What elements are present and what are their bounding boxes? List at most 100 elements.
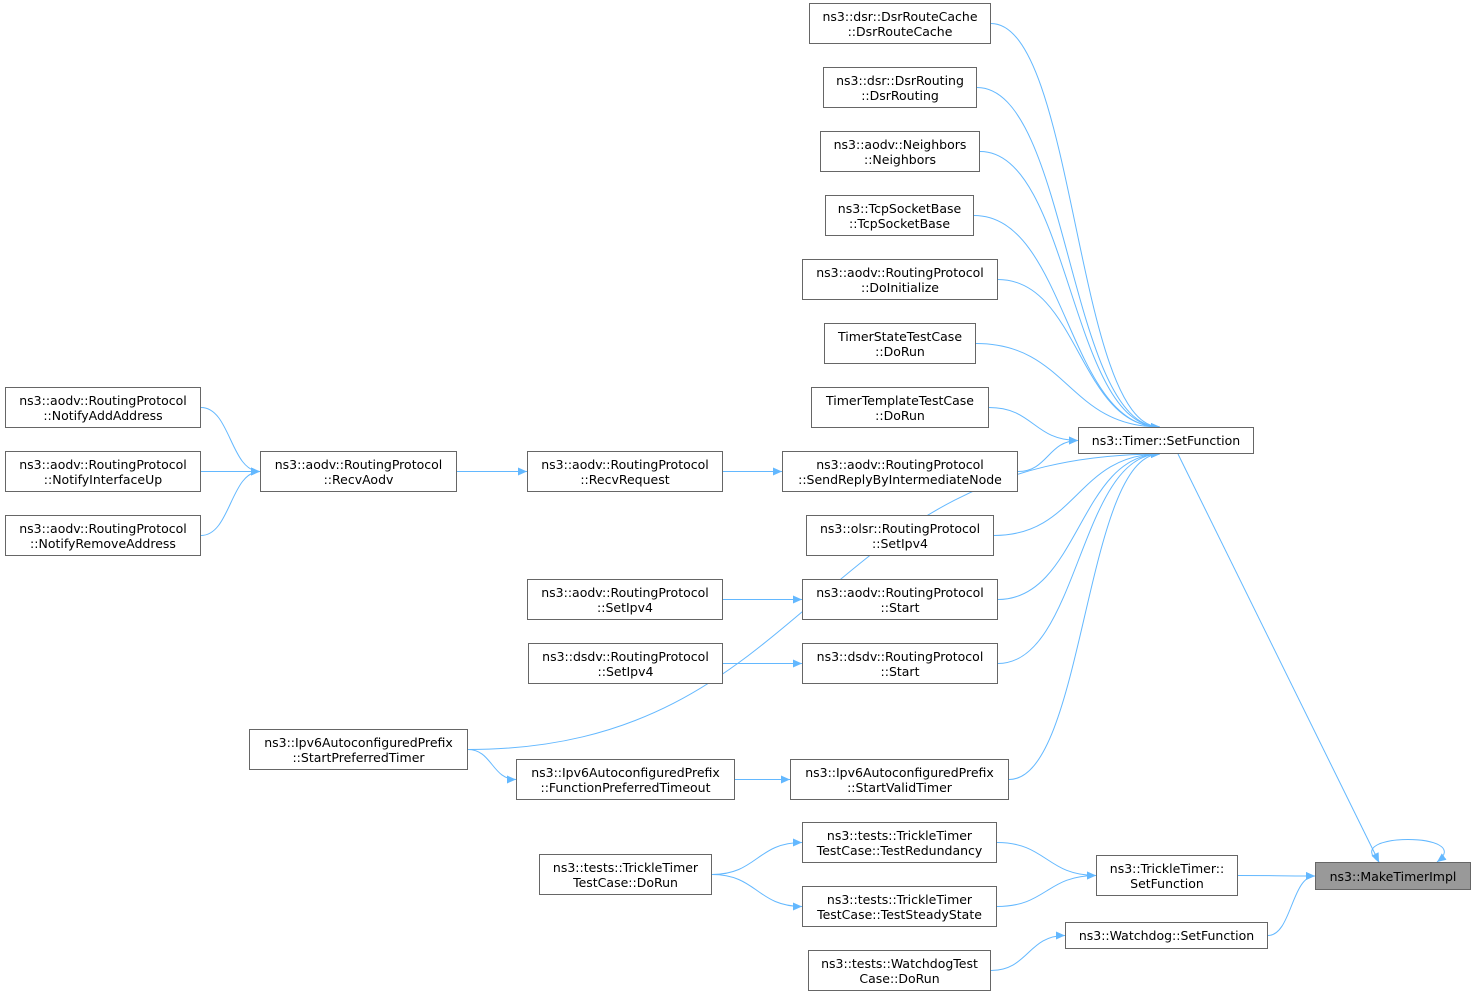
node-aodv-start[interactable]: ns3::aodv::RoutingProtocol::Start [802,579,998,620]
edge-aodv_notifyadd-to-aodv_recvaodv [200,407,261,476]
node-label-line: ::SetIpv4 [597,599,653,615]
edge-make_timer_impl-to-make_timer_impl [1371,839,1447,863]
edge-aodv_start-to-timer_setfunction [997,450,1161,600]
edge-watchdog_dorun-to-watchdog_setfunction [990,931,1066,971]
node-label-line: ::DsrRouting [861,87,939,103]
edge-trickle_teststeady-to-trickle_setfunction [996,871,1097,907]
node-aodv-notifyremove[interactable]: ns3::aodv::RoutingProtocol::NotifyRemove… [5,515,201,556]
node-label-line: ::StartPreferredTimer [292,749,425,765]
edge-ipv6_startpreferred-to-ipv6_functionpreferred [467,749,517,784]
node-label-line: ::Start [880,663,920,679]
node-label-line: ns3::tests::TrickleTimer [552,859,699,875]
node-ipv6-startpreferred[interactable]: ns3::Ipv6AutoconfiguredPrefix::StartPref… [249,729,468,770]
node-label-line: ns3::aodv::RoutingProtocol [274,456,443,472]
edge-aodv_notifyremove-to-aodv_recvaodv [200,467,261,536]
node-ipv6-functionpreferred[interactable]: ns3::Ipv6AutoconfiguredPrefix::FunctionP… [516,759,735,800]
node-label-line: ::DsrRouteCache [847,23,953,39]
edge-timerstate_dorun-to-timer_setfunction [975,343,1161,431]
node-label-line: ns3::Ipv6AutoconfiguredPrefix [805,764,994,780]
node-label-line: TestCase::DoRun [573,874,678,890]
node-label-line: ns3::dsdv::RoutingProtocol [816,648,984,664]
node-timer-setfunction[interactable]: ns3::Timer::SetFunction [1078,427,1254,454]
node-label-line: ns3::Watchdog::SetFunction [1078,928,1255,943]
node-label-line: ns3::aodv::RoutingProtocol [816,584,984,600]
node-label-line: ns3::aodv::RoutingProtocol [816,264,984,280]
node-label-line: ns3::aodv::RoutingProtocol [19,392,187,408]
edge-tcpsocketbase-to-timer_setfunction [973,215,1161,431]
node-aodv-notifyadd[interactable]: ns3::aodv::RoutingProtocol::NotifyAddAdd… [5,387,201,428]
node-aodv-sendreply[interactable]: ns3::aodv::RoutingProtocol::SendReplyByI… [782,451,1018,492]
node-dsdv-setipv4[interactable]: ns3::dsdv::RoutingProtocol::SetIpv4 [528,643,723,684]
node-timertemplate-dorun[interactable]: TimerTemplateTestCase::DoRun [811,387,989,428]
node-watchdog-setfunction[interactable]: ns3::Watchdog::SetFunction [1065,922,1268,949]
edge-timertemplate_dorun-to-timer_setfunction [988,407,1079,445]
node-label-line: ::DoRun [875,407,925,423]
node-aodv-recvrequest[interactable]: ns3::aodv::RoutingProtocol::RecvRequest [527,451,723,492]
node-label-line: ns3::Ipv6AutoconfiguredPrefix [264,734,453,750]
edge-aodv_doinitialize-to-timer_setfunction [997,279,1161,431]
node-label-line: Case::DoRun [859,970,940,986]
node-aodv-notifyup[interactable]: ns3::aodv::RoutingProtocol::NotifyInterf… [5,451,201,492]
node-label-line: ::SetIpv4 [597,663,654,679]
node-label-line: ns3::Ipv6AutoconfiguredPrefix [531,764,720,780]
node-aodv-neighbors[interactable]: ns3::aodv::Neighbors::Neighbors [820,131,980,172]
node-label-line: ns3::dsr::DsrRouting [836,72,964,88]
node-label-line: ns3::aodv::RoutingProtocol [19,456,187,472]
node-label-line: ::SendReplyByIntermediateNode [798,471,1002,487]
node-label-line: ::NotifyRemoveAddress [30,535,176,551]
node-label-line: ns3::dsr::DsrRouteCache [822,8,978,24]
node-label-line: ns3::MakeTimerImpl [1329,868,1457,884]
edge-ipv6_startvalid-to-timer_setfunction [1008,450,1161,780]
node-label-line: ::NotifyInterfaceUp [43,471,163,487]
node-label-line: TimerStateTestCase [837,328,963,344]
node-label-line: ns3::aodv::RoutingProtocol [541,584,709,600]
edge-timer_setfunction-to-make_timer_impl [1177,453,1380,863]
node-dsr-routecache[interactable]: ns3::dsr::DsrRouteCache::DsrRouteCache [809,3,991,44]
node-label-line: ns3::TcpSocketBase [837,200,962,216]
node-label-line: ns3::aodv::RoutingProtocol [816,456,984,472]
node-label-line: ::DoRun [875,343,925,359]
node-label-line: ns3::TrickleTimer:: [1109,860,1225,876]
node-label-line: ns3::olsr::RoutingProtocol [819,520,981,536]
edge-watchdog_setfunction-to-make_timer_impl [1267,872,1316,936]
node-trickle-setfunction[interactable]: ns3::TrickleTimer::SetFunction [1096,855,1238,896]
node-label-line: TestCase::TestSteadyState [817,906,982,922]
node-label-line: ::TcpSocketBase [848,215,951,231]
node-label-line: ::DoInitialize [860,279,939,295]
edge-trickle_dorun-to-trickle_testredundancy [711,838,803,875]
edge-trickle_testredundancy-to-trickle_setfunction [996,842,1097,880]
edge-aodv_sendreply-to-timer_setfunction [1017,436,1079,472]
node-aodv-setipv4[interactable]: ns3::aodv::RoutingProtocol::SetIpv4 [527,579,723,620]
node-label-line: ::RecvAodv [323,471,394,487]
edge-trickle_dorun-to-trickle_teststeady [711,874,803,911]
node-aodv-doinitialize[interactable]: ns3::aodv::RoutingProtocol::DoInitialize [802,259,998,300]
node-label-line: ::RecvRequest [580,471,670,487]
node-make-timer-impl[interactable]: ns3::MakeTimerImpl [1315,862,1471,890]
node-timerstate-dorun[interactable]: TimerStateTestCase::DoRun [824,323,976,364]
node-label-line: ns3::tests::WatchdogTest [821,955,978,971]
node-dsdv-start[interactable]: ns3::dsdv::RoutingProtocol::Start [802,643,998,684]
node-label-line: ns3::dsdv::RoutingProtocol [542,648,709,664]
node-label-line: ns3::tests::TrickleTimer [826,891,973,907]
node-label-line: ns3::aodv::RoutingProtocol [541,456,709,472]
node-aodv-recvaodv[interactable]: ns3::aodv::RoutingProtocol::RecvAodv [260,451,457,492]
node-label-line: ::Start [880,599,920,615]
node-tcpsocketbase[interactable]: ns3::TcpSocketBase::TcpSocketBase [825,195,974,236]
node-dsr-routing[interactable]: ns3::dsr::DsrRouting::DsrRouting [823,67,977,108]
edge-olsr_setipv4-to-timer_setfunction [993,450,1161,536]
node-olsr-setipv4[interactable]: ns3::olsr::RoutingProtocol::SetIpv4 [806,515,994,556]
edge-dsr_routing-to-timer_setfunction [976,87,1161,431]
edge-trickle_setfunction-to-make_timer_impl [1237,871,1316,880]
node-label-line: ::FunctionPreferredTimeout [540,779,711,795]
node-label-line: TimerTemplateTestCase [826,392,974,408]
node-label-line: ::StartValidTimer [847,779,952,795]
node-label-line: ::NotifyAddAddress [43,407,163,423]
node-label-line: SetFunction [1130,875,1204,891]
node-ipv6-startvalid[interactable]: ns3::Ipv6AutoconfiguredPrefix::StartVali… [790,759,1009,800]
